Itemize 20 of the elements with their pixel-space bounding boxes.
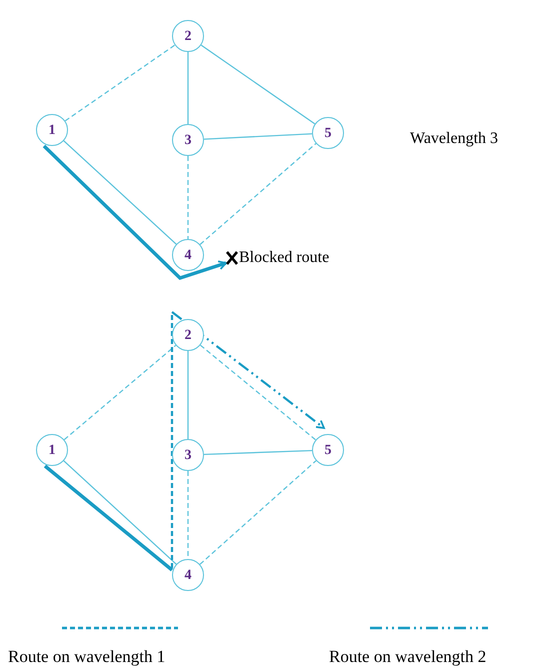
route-arrow [42, 144, 227, 280]
link-line [63, 460, 177, 565]
link-line [187, 471, 189, 559]
link-line [64, 44, 176, 122]
link-line [204, 133, 312, 140]
link-line [187, 52, 189, 124]
legend-label: Route on wavelength 1 [8, 646, 166, 668]
legend-label: Route on wavelength 2 [329, 646, 486, 668]
link-line [187, 156, 189, 239]
wavelength-label: Wavelength 3 [410, 129, 498, 149]
link-line [200, 344, 316, 440]
blocked-route-label: Blocked route [239, 250, 330, 266]
link-line [200, 143, 316, 245]
route-arrow [171, 311, 325, 429]
link-line [200, 460, 316, 565]
link-line [200, 44, 316, 124]
link-line [63, 140, 177, 245]
link-line [64, 344, 176, 440]
link-line [204, 450, 312, 456]
link-line [187, 351, 189, 439]
